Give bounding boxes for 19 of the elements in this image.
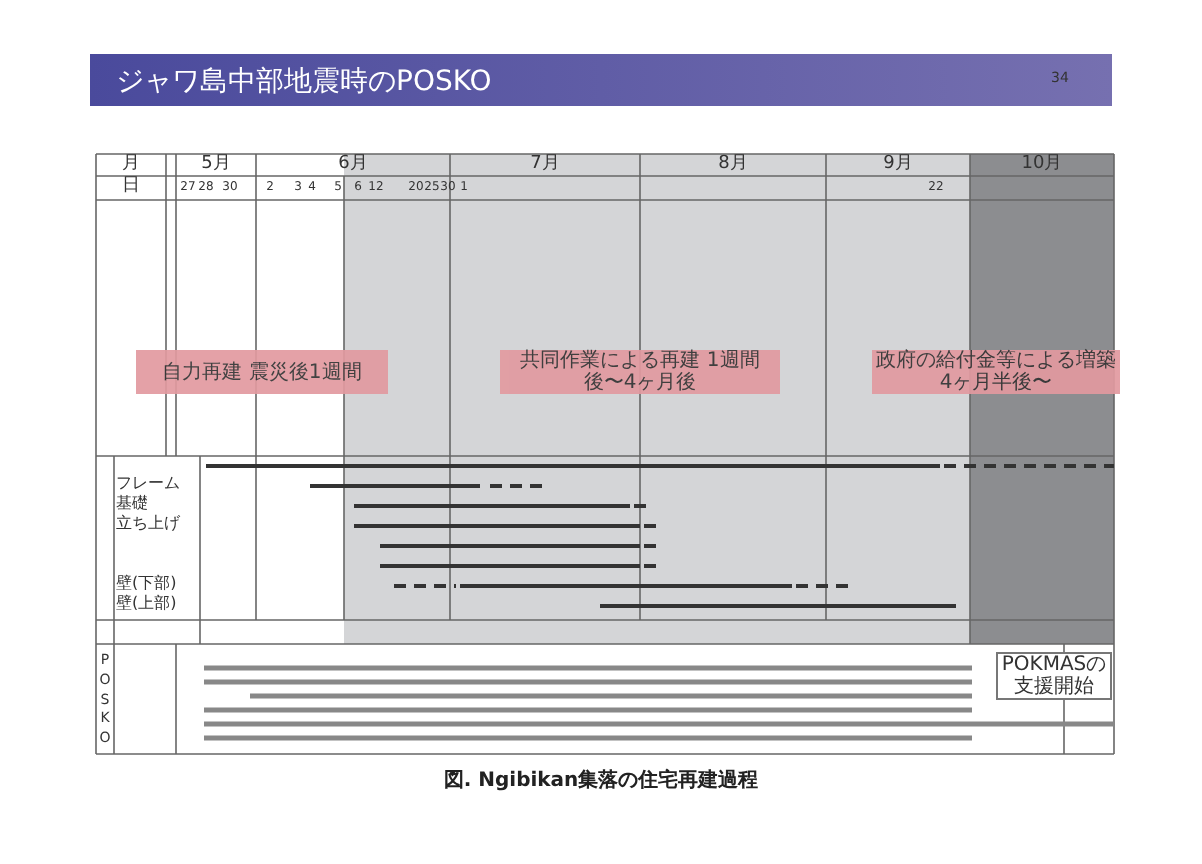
month-label: 9月 [881, 156, 915, 174]
phase-box: 政府の給付金等による増築 4ヶ月半後〜 [872, 350, 1120, 394]
task-label: フレーム [116, 476, 182, 492]
month-label: 10月 [1019, 156, 1065, 174]
task-label: 立ち上げ [116, 516, 182, 532]
slide-title: ジャワ島中部地震時のPOSKO [116, 64, 492, 100]
task-label: 壁(上部) [116, 596, 179, 612]
month-label: 5月 [199, 156, 233, 174]
figure-caption: 図. Ngibikan集落の住宅再建過程 [441, 766, 761, 794]
phase-box: 自力再建 震災後1週間 [136, 350, 388, 394]
table-header: 日 [120, 178, 142, 196]
note-box: POKMASの支援開始 [996, 652, 1112, 700]
phase-box: 共同作業による再建 1週間後〜4ヶ月後 [500, 350, 780, 394]
task-label: 基礎 [116, 496, 150, 512]
month-label: 8月 [716, 156, 750, 174]
table-header: 月 [120, 156, 142, 174]
month-label: 6月 [336, 156, 370, 174]
task-label: 壁(下部) [116, 576, 179, 592]
month-label: 7月 [528, 156, 562, 174]
